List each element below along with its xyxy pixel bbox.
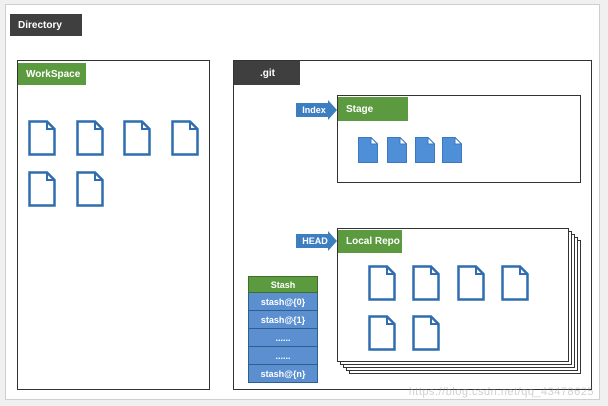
- head-arrow-label: HEAD: [302, 236, 328, 246]
- file-icon: [28, 120, 56, 156]
- file-icon: [171, 120, 199, 156]
- file-icon: [501, 265, 529, 301]
- watermark: https://blog.csdn.net/qq_43478625: [408, 386, 594, 398]
- file-icon: [76, 120, 104, 156]
- staged-file-icon: [358, 137, 378, 163]
- staged-file-icon: [415, 137, 435, 163]
- directory-label: Directory: [10, 14, 82, 36]
- stash-entry: stash@{1}: [248, 311, 318, 329]
- stash-entry: stash@{n}: [248, 365, 318, 383]
- stash-entry: ......: [248, 329, 318, 347]
- stage-label: Stage: [338, 97, 408, 121]
- stash-entry: stash@{0}: [248, 293, 318, 311]
- file-icon: [76, 171, 104, 207]
- index-arrow-label: Index: [302, 105, 326, 115]
- file-icon: [28, 171, 56, 207]
- git-label: .git: [234, 61, 300, 85]
- file-icon: [368, 315, 396, 351]
- file-icon: [457, 265, 485, 301]
- workspace-panel: [17, 60, 210, 390]
- head-arrow: [296, 231, 337, 251]
- file-icon: [123, 120, 151, 156]
- file-icon: [412, 265, 440, 301]
- staged-file-icon: [442, 137, 462, 163]
- index-arrow: [296, 100, 337, 120]
- workspace-label: WorkSpace: [18, 63, 86, 85]
- local-repo-label: Local Repo: [338, 230, 402, 253]
- file-icon: [412, 315, 440, 351]
- stash-entry: ......: [248, 347, 318, 365]
- file-icon: [368, 265, 396, 301]
- staged-file-icon: [387, 137, 407, 163]
- stash-list: Stash stash@{0} stash@{1} ...... ...... …: [248, 276, 318, 383]
- stash-header: Stash: [248, 276, 318, 293]
